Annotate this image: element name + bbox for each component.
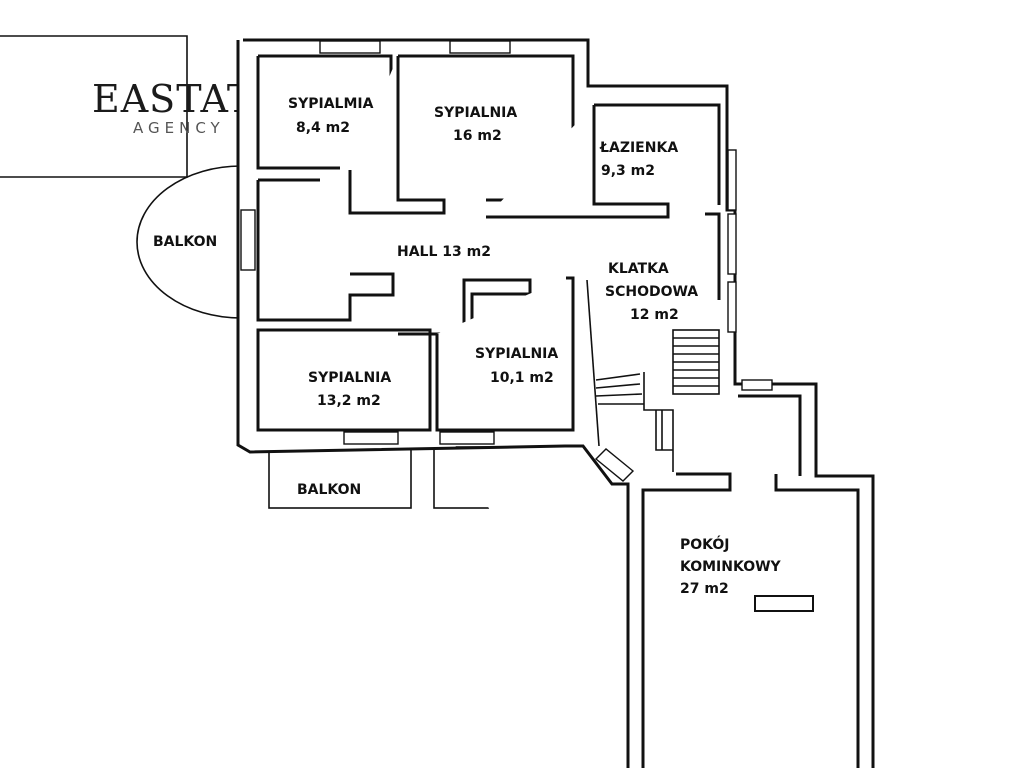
room-fireplace-area: 27 m2: [680, 581, 729, 597]
room-staircase-area: 12 m2: [630, 307, 679, 323]
room-bedroom-84-name: SYPIALMIA: [288, 96, 374, 112]
balcony-bottom-label: BALKON: [297, 482, 361, 498]
window-top-2: [449, 40, 511, 54]
stair-wall-diag: [586, 279, 600, 447]
window-bottom-2: [439, 431, 495, 445]
window-corridor: [741, 379, 773, 391]
room-fireplace-line2: KOMINKOWY: [680, 559, 782, 575]
window-right-3: [727, 281, 737, 333]
balcony-left-outline: [136, 165, 242, 319]
window-left: [240, 209, 256, 271]
balcony-left-label: BALKON: [153, 234, 217, 250]
window-diagonal: [594, 448, 635, 482]
room-bathroom-name: ŁAZIENKA: [599, 140, 678, 156]
window-top-1: [319, 40, 381, 54]
wall-stair-right: [705, 212, 721, 300]
fireplace-room-wall-right: [774, 474, 860, 768]
room-hall-label: HALL 13 m2: [397, 244, 491, 260]
room-fireplace-line1: POKÓJ: [680, 535, 730, 553]
fireplace-room-wall-left: [641, 472, 732, 768]
room-bedroom-132-area: 13,2 m2: [317, 393, 381, 409]
brand-subtitle: AGENCY: [133, 119, 225, 137]
corridor-wall: [738, 394, 802, 476]
stair-flight-lower: [595, 372, 674, 472]
fireplace-icon: [754, 595, 814, 612]
wall-bedroom-84-left: [256, 56, 340, 170]
outer-wall-left-bottom: [236, 40, 630, 768]
wall-bathroom: [594, 103, 721, 205]
window-right-2: [727, 213, 737, 275]
room-bedroom-16-area: 16 m2: [453, 128, 502, 144]
windows: [240, 40, 773, 482]
window-bottom-1: [343, 431, 399, 445]
staircase-steps: [586, 279, 720, 472]
brand-frame: [0, 35, 188, 178]
wall-hall-left: [256, 180, 395, 322]
room-bedroom-84-area: 8,4 m2: [296, 120, 350, 136]
wall-bathroom-bottom: [486, 105, 670, 219]
balcony-bottom-left-rect: [268, 446, 412, 509]
wall-bedroom-132: [256, 328, 432, 432]
window-right-1: [727, 149, 737, 211]
room-labels: SYPIALMIA 8,4 m2 SYPIALNIA 16 m2 ŁAZIENK…: [153, 96, 782, 597]
room-bedroom-16-name: SYPIALNIA: [434, 105, 517, 121]
wall-bedroom-16-left: [348, 56, 446, 215]
room-bedroom-132-name: SYPIALNIA: [308, 370, 391, 386]
room-staircase-line2: SCHODOWA: [605, 284, 698, 300]
room-bedroom-101-name: SYPIALNIA: [475, 346, 558, 362]
room-bathroom-area: 9,3 m2: [601, 163, 655, 179]
room-staircase-line1: KLATKA: [608, 261, 669, 277]
room-bedroom-101-area: 10,1 m2: [490, 370, 554, 386]
wall-bedroom-101: [435, 276, 575, 432]
inner-walls: [256, 54, 721, 432]
